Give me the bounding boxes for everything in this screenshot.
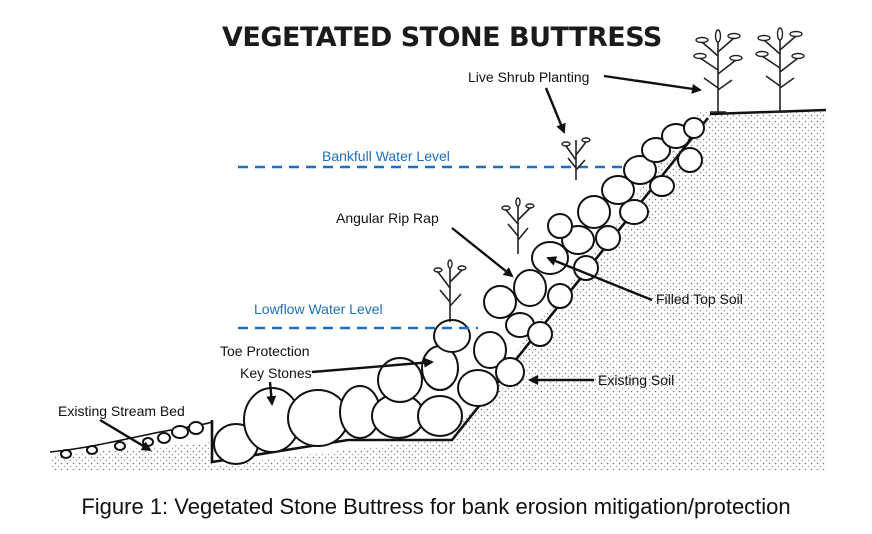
label-existing-stream-bed: Existing Stream Bed <box>58 403 185 419</box>
label-key-stones: Key Stones <box>240 365 312 381</box>
rip-rap-stones <box>60 117 705 465</box>
label-filled-top-soil: Filled Top Soil <box>656 291 743 307</box>
diagram-title: VEGETATED STONE BUTTRESS <box>222 22 662 53</box>
arrow-icon <box>99 74 702 452</box>
label-angular-rip-rap: Angular Rip Rap <box>336 210 439 226</box>
label-bankfull-water-level: Bankfull Water Level <box>322 148 450 164</box>
stone-buttress-diagram: VEGETATED STONE BUTTRESS <box>49 22 827 470</box>
label-live-shrub: Live Shrub Planting <box>468 69 589 85</box>
label-lowflow-water-level: Lowflow Water Level <box>254 301 383 317</box>
label-existing-soil: Existing Soil <box>598 372 674 388</box>
shrub-icon <box>433 27 805 322</box>
label-toe-protection: Toe Protection <box>220 343 310 359</box>
figure-caption: Figure 1: Vegetated Stone Buttress for b… <box>81 494 791 519</box>
